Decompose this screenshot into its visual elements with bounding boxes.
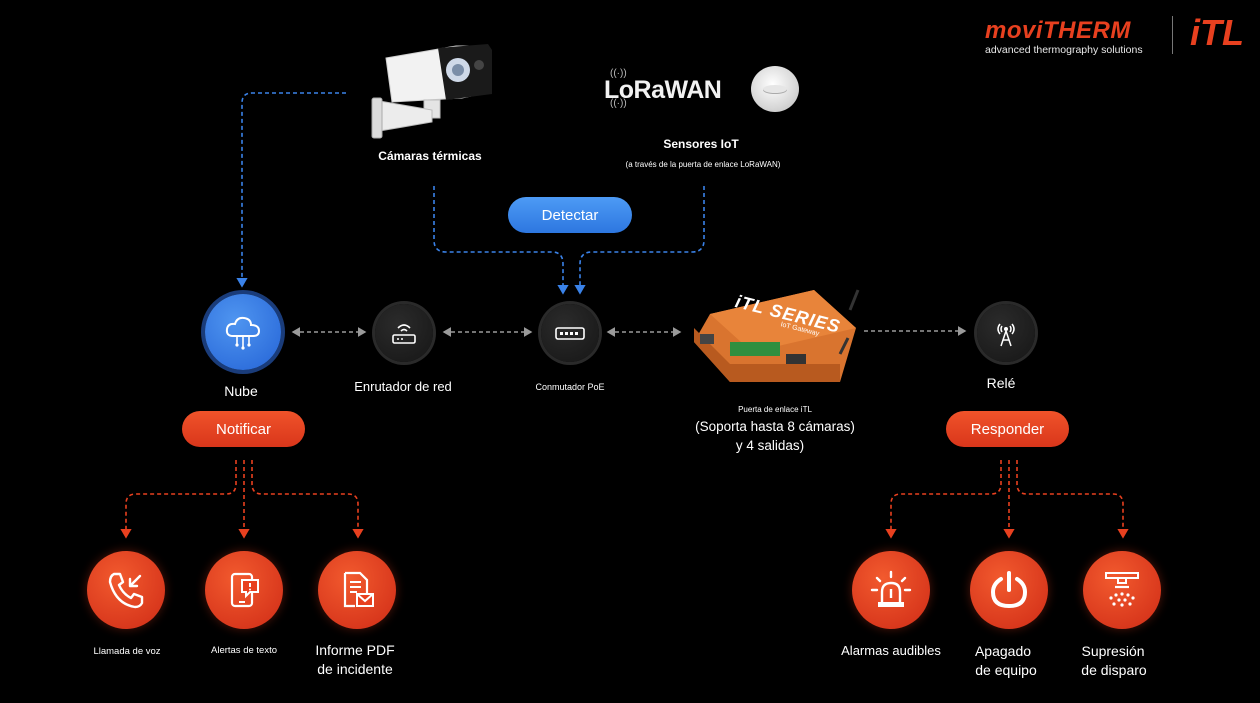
poe-switch-label: Conmutador PoE: [535, 382, 605, 392]
voice-call-node: [87, 551, 165, 629]
iot-sensors-label: Sensores IoT: [663, 137, 739, 151]
gateway-label: Puerta de enlace iTL: [738, 405, 812, 414]
phone-icon: [108, 572, 144, 609]
switch-icon: [555, 327, 585, 340]
thermal-cameras-label: Cámaras térmicas: [378, 149, 482, 163]
logo-divider: [1172, 16, 1173, 54]
pdf-report-icon: [343, 571, 374, 608]
equipment-shutdown-node: [970, 551, 1048, 629]
router-icon: [392, 324, 416, 344]
lorawan-logo: ((·)) LoRaWAN ((·)): [600, 68, 732, 109]
mobile-alert-icon: [230, 572, 259, 608]
router-label: Enrutador de red: [354, 379, 452, 394]
fire-suppression-label-1: Supresión: [1081, 643, 1145, 659]
lorawan-wordmark: LoRaWAN: [604, 76, 722, 104]
brand-name: moviTHERM: [985, 17, 1131, 44]
notify-pill: Notificar: [182, 411, 305, 447]
smoke-sensor-icon: [751, 66, 799, 112]
pdf-report-label-2: de incidente: [317, 661, 393, 677]
lorawan-wave-icon: ((·)): [610, 68, 627, 79]
lorawan-wave-icon-bottom: ((·)): [610, 98, 627, 109]
relay-node: [977, 304, 1035, 362]
audible-alarms-label: Alarmas audibles: [841, 643, 941, 658]
fire-suppression-label-2: de disparo: [1081, 662, 1147, 678]
router-node: [375, 304, 433, 362]
thermal-camera-image: [366, 40, 498, 145]
detect-pill: Detectar: [508, 197, 632, 233]
notify-label: Notificar: [215, 420, 271, 438]
brand-tagline: advanced thermography solutions: [985, 44, 1143, 56]
respond-label: Responder: [970, 420, 1045, 438]
siren-icon: [870, 570, 912, 607]
power-icon: [990, 571, 1028, 609]
voice-call-label: Llamada de voz: [93, 646, 161, 657]
pdf-report-node: [318, 551, 396, 629]
cloud-node: [205, 294, 281, 370]
sprinkler-icon: [1105, 572, 1139, 607]
pdf-report-label-1: Informe PDF: [315, 642, 395, 658]
gateway-desc-line-1: (Soporta hasta 8 cámaras): [695, 419, 855, 434]
respond-pill: Responder: [946, 411, 1069, 447]
poe-switch-node: [541, 304, 599, 362]
equipment-shutdown-label-1: Apagado: [974, 643, 1032, 659]
equipment-shutdown-label-2: de equipo: [975, 662, 1037, 678]
fire-suppression-node: [1083, 551, 1161, 629]
relay-label: Relé: [986, 375, 1016, 391]
audible-alarms-node: [852, 551, 930, 629]
text-alerts-label: Alertas de texto: [210, 645, 278, 656]
iot-sensors-note: (a través de la puerta de enlace LoRaWAN…: [625, 160, 781, 169]
antenna-tower-icon: [997, 323, 1015, 347]
itl-gateway-device: iTL SERIES IoT Gateway: [690, 284, 866, 388]
gateway-desc-line-2: y 4 salidas): [735, 438, 805, 453]
text-alerts-node: [205, 551, 283, 629]
cloud-label: Nube: [224, 383, 258, 399]
cloud-icon: [225, 316, 261, 350]
itl-logo: iTL: [1190, 12, 1244, 53]
detect-label: Detectar: [541, 206, 599, 224]
movitherm-logo: moviTHERM advanced thermography solution…: [985, 17, 1160, 57]
